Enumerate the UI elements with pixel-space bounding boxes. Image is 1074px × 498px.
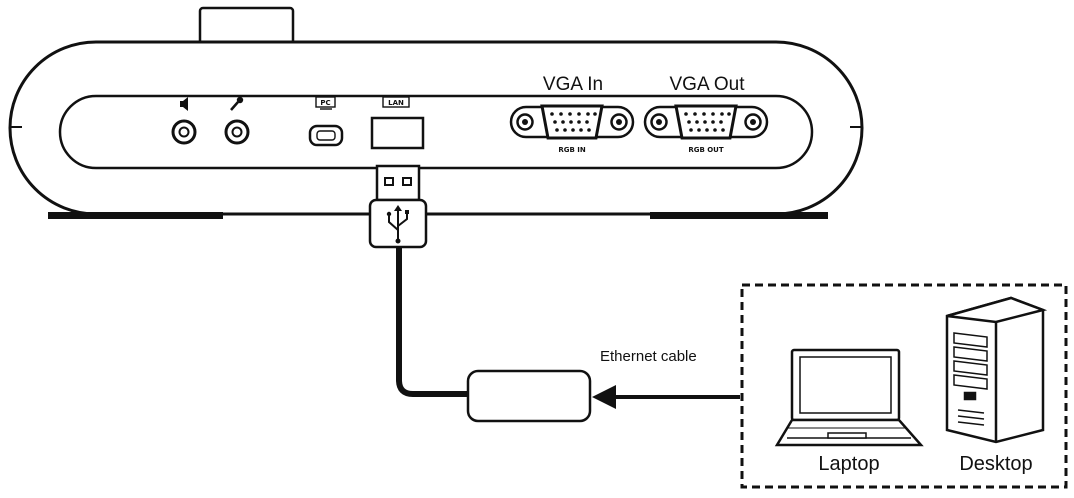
usb-a-port xyxy=(370,116,425,150)
left-foot xyxy=(48,212,223,219)
desktop-tower-icon xyxy=(945,296,1048,444)
speaker-icon xyxy=(180,97,188,111)
cable-line xyxy=(396,247,468,397)
pc-icon: PC xyxy=(315,96,336,110)
vga-out-label: VGA Out xyxy=(670,74,746,95)
mini-usb-port xyxy=(308,124,344,147)
vga-in-label: VGA In xyxy=(543,74,603,95)
rgb-in-text: RGB IN xyxy=(558,146,586,154)
mic-in-jack xyxy=(224,119,250,145)
lan-icon: LAN xyxy=(382,96,410,108)
lan-icon-text: LAN xyxy=(388,99,404,107)
vga-in-port xyxy=(509,104,635,140)
desktop-label: Desktop xyxy=(959,453,1032,475)
arrow-to-adapter xyxy=(592,385,740,409)
right-foot xyxy=(650,212,828,219)
rgb-out-text: RGB OUT xyxy=(688,146,724,154)
vga-out-port xyxy=(643,104,769,140)
usb-icon xyxy=(386,205,409,244)
laptop-label: Laptop xyxy=(818,453,879,475)
ethernet-cable-label: Ethernet cable xyxy=(600,348,697,365)
computers-dashed-box xyxy=(740,283,1068,489)
adapter-box xyxy=(466,369,592,423)
audio-out-jack xyxy=(171,119,197,145)
laptop-icon xyxy=(774,348,924,447)
pc-icon-text: PC xyxy=(320,99,330,107)
microphone-icon xyxy=(230,96,244,111)
